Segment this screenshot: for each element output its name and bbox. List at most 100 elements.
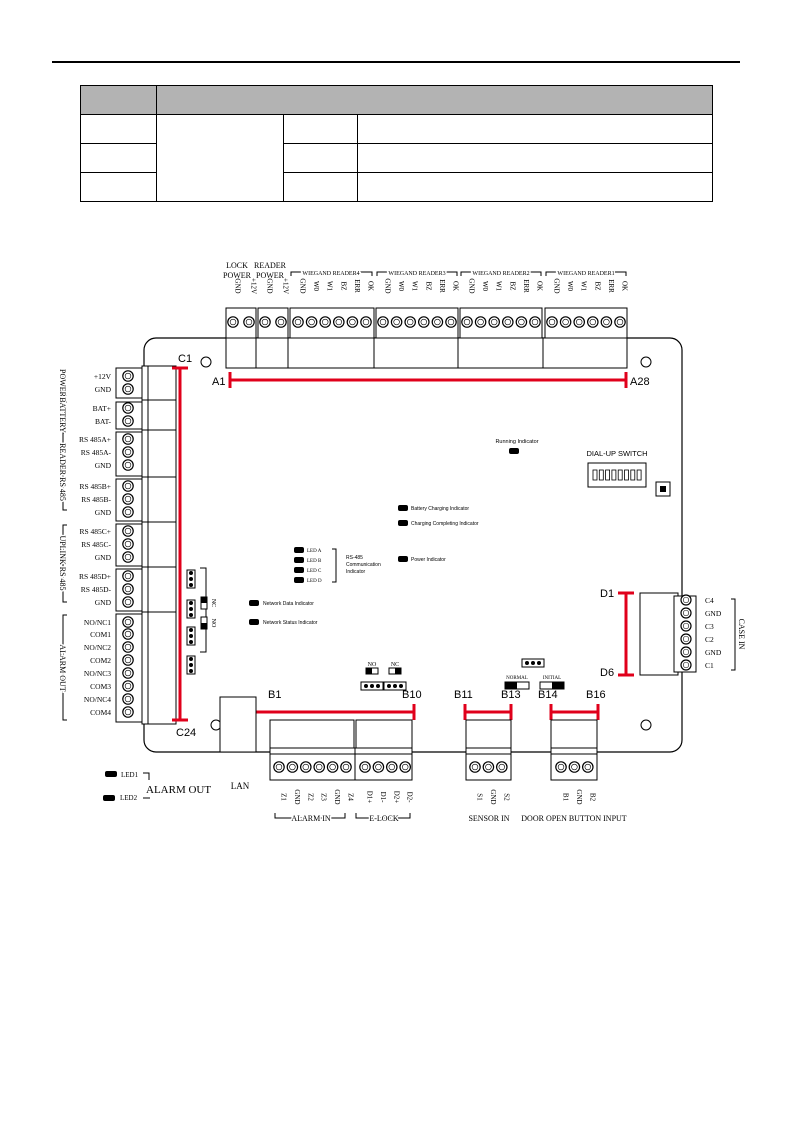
svg-text:Network Data Indicator: Network Data Indicator <box>263 601 314 607</box>
power-group-label: POWER <box>58 369 67 398</box>
pin-label: GND <box>95 461 112 470</box>
screw-terminal <box>332 316 345 328</box>
pin-label: W1 <box>326 281 334 292</box>
dial-key <box>598 469 604 481</box>
normal-switch <box>505 682 517 689</box>
screw-terminal <box>319 316 331 328</box>
screw-terminal <box>515 316 528 328</box>
pin-label: C4 <box>705 596 714 605</box>
lan-port <box>219 696 257 753</box>
right-connector-body <box>639 592 679 676</box>
svg-text:LED2: LED2 <box>120 794 138 802</box>
pin-label: BZ <box>339 282 347 291</box>
dial-key <box>605 469 610 481</box>
battery-group-label: BATTERY <box>58 397 67 433</box>
callout-c1: C1 <box>178 353 192 365</box>
lock-power-label: LOCK <box>226 261 248 270</box>
callout-d1: D1 <box>600 588 614 600</box>
screw-terminal <box>573 316 585 328</box>
pin-label: W0 <box>481 281 489 292</box>
pin-label: GND <box>384 278 392 293</box>
pin-label: Z2 <box>306 793 314 801</box>
screw-terminal <box>122 446 134 458</box>
pin-label: RS 485C- <box>81 540 111 549</box>
screw-terminal <box>377 316 389 328</box>
jumper-bracket <box>200 567 207 653</box>
pin-label: D1- <box>379 792 387 804</box>
pin-label: GND <box>95 508 112 517</box>
pin-label: ERR <box>522 279 530 293</box>
pin-label: +12V <box>94 372 112 381</box>
pin-label: OK <box>621 281 629 291</box>
screw-terminal <box>243 316 255 328</box>
battery-charging-indicator: Battery Charging Indicator <box>398 505 469 512</box>
led-d-indicator: LED D <box>294 577 322 584</box>
svg-text:Power Indicator: Power Indicator <box>411 557 446 563</box>
pin-label: C2 <box>705 635 714 644</box>
pin-label: C1 <box>705 661 714 670</box>
wiegand-reader-brackets <box>290 271 627 276</box>
elock-bracket <box>355 813 411 819</box>
screw-terminal <box>390 316 403 328</box>
pin-label: W0 <box>566 281 574 292</box>
jumper-switch <box>201 623 207 629</box>
nc-top-label: NC <box>391 662 399 668</box>
pin-label: NO/NC4 <box>84 695 111 704</box>
screw-terminal <box>122 570 134 582</box>
pin-label: RS 485A- <box>81 448 112 457</box>
pin-label: NO/NC1 <box>84 618 111 627</box>
rs485-bracket <box>332 548 337 583</box>
screw-terminal <box>482 761 495 773</box>
mount-hole <box>640 719 652 731</box>
pin-label: +12V <box>250 278 258 294</box>
uplink-rs485-group-label: UPLINK RS 485 <box>58 535 67 590</box>
screw-terminal <box>680 594 692 606</box>
reader-power-label: READER <box>254 261 287 270</box>
dial-key <box>630 469 636 481</box>
dial-key <box>617 469 623 481</box>
callout-b1: B1 <box>268 689 281 701</box>
wiegand-reader3-label: WIEGAND READER3 <box>388 271 445 277</box>
screw-terminal <box>326 761 339 773</box>
screw-terminal <box>680 646 692 658</box>
door-open-group-label: DOOR OPEN BUTTON INPUT <box>521 814 627 823</box>
pin-label: NO/NC3 <box>84 669 111 678</box>
left-jumpers <box>186 569 196 675</box>
pin-label: BAT- <box>95 417 111 426</box>
screw-terminal <box>275 316 287 328</box>
pin-label: S1 <box>476 793 484 801</box>
pin-label: Z3 <box>320 793 328 801</box>
rs485-comm-label: Communication <box>346 562 381 568</box>
screw-terminal <box>122 680 134 692</box>
screw-terminal <box>286 761 299 773</box>
pin-label: GND <box>299 278 307 293</box>
screw-terminal <box>559 316 572 328</box>
pin-label: OK <box>367 281 375 291</box>
screw-terminal <box>122 402 134 414</box>
screw-terminal <box>122 480 134 492</box>
case-in-bracket <box>731 598 736 671</box>
pin-label: GND <box>468 278 476 293</box>
elock-group-label: E-LOCK <box>369 814 399 823</box>
screw-terminal <box>122 433 134 445</box>
screw-terminal <box>122 628 134 640</box>
screw-terminal <box>399 761 411 773</box>
top-connectors <box>225 307 628 369</box>
pin-label: RS 485D+ <box>79 572 111 581</box>
screw-terminal <box>417 316 430 328</box>
pin-label: COM1 <box>90 630 111 639</box>
pin-label: W0 <box>312 281 320 292</box>
table-row <box>80 172 713 202</box>
screw-terminal <box>292 316 304 328</box>
dial-connector <box>660 486 666 492</box>
dial-key <box>624 469 629 481</box>
lock-power-label: POWER <box>223 271 252 280</box>
no-switch <box>366 668 372 674</box>
pin-label: W0 <box>397 281 405 292</box>
screw-terminal <box>431 316 444 328</box>
mount-hole <box>640 356 652 368</box>
svg-text:LED1: LED1 <box>121 771 139 779</box>
screw-terminal <box>299 761 312 773</box>
screw-terminal <box>385 761 398 773</box>
screw-terminal <box>581 761 594 773</box>
